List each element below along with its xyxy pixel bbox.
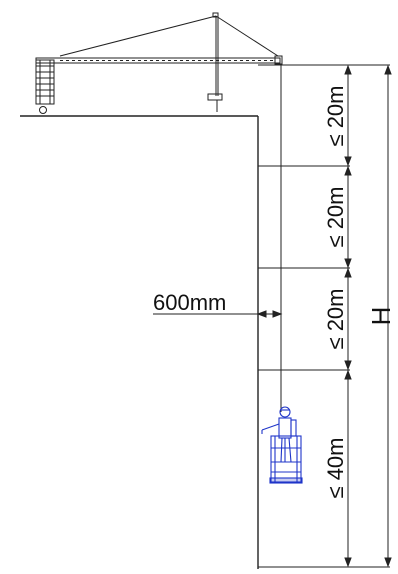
offset-dimension bbox=[153, 310, 283, 318]
segment-label-2: ≤ 20m bbox=[323, 187, 348, 248]
height-label: H bbox=[366, 307, 396, 326]
suspended-platform-worker-icon bbox=[261, 406, 303, 484]
roof-crane-icon bbox=[35, 12, 283, 114]
level-lines bbox=[258, 64, 390, 568]
offset-label: 600mm bbox=[153, 290, 226, 315]
segment-label-1: ≤ 20m bbox=[323, 86, 348, 147]
building bbox=[20, 115, 259, 569]
segment-label-3: ≤ 20m bbox=[323, 289, 348, 350]
segment-dimension-line bbox=[344, 64, 352, 568]
height-dimension-line bbox=[384, 64, 392, 568]
segment-label-4: ≤ 40m bbox=[323, 438, 348, 499]
